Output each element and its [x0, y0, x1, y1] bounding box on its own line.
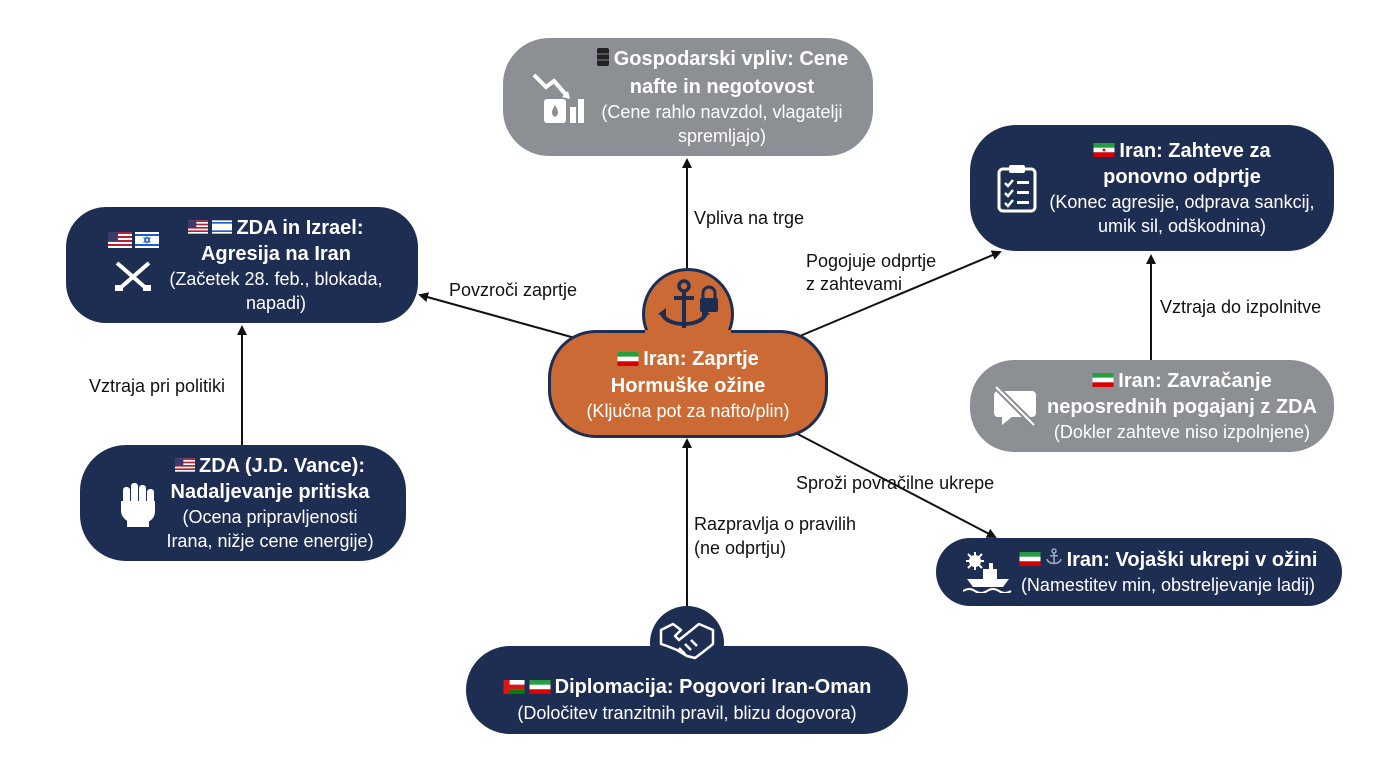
node-center-closure: Iran: Zaprtje Hormuške ožine (Ključna po… [548, 268, 828, 440]
anchor-icon [1045, 547, 1063, 573]
mine-ship-icon [961, 551, 1015, 593]
node-usa-israel: ZDA in Izrael: Agresija na Iran (Začetek… [66, 207, 418, 323]
israel-flag-icon [134, 232, 159, 253]
edge-label-persist-until: Vztraja do izpolnitve [1160, 297, 1322, 317]
vance-sub-2: Irana, nižje cene energije) [166, 531, 374, 552]
demands-sub-1: (Konec agresije, odprava sankcij, [1049, 192, 1315, 213]
refusal-title-1: Iran: Zavračanje [1118, 369, 1272, 392]
edge-label-rules-2: (ne odprtju) [694, 538, 787, 558]
edge-label-closure-cause: Povzroči zaprtje [449, 280, 578, 300]
usa-israel-title-1: ZDA in Izrael: [236, 216, 364, 239]
refusal-title-2: neposrednih pogajanj z ZDA [1046, 396, 1317, 419]
demands-title-2: ponovno odprtje [1103, 166, 1261, 189]
node-usa-vance: ZDA (J.D. Vance): Nadaljevanje pritiska … [80, 445, 406, 561]
edge-label-conditions-2: z zahtevami [806, 274, 903, 294]
usa-israel-sub-2: napadi) [245, 293, 307, 314]
military-sub-1: (Namestitev min, obstreljevanje ladij) [1020, 575, 1316, 596]
vance-title-2: Nadaljevanje pritiska [170, 481, 370, 504]
node-iran-demands: Iran: Zahteve za ponovno odprtje (Konec … [970, 125, 1334, 251]
vance-sub-1: (Ocena pripravljenosti [182, 507, 358, 528]
clipboard-checklist-icon [989, 163, 1045, 213]
edge-center-to-usa-israel [418, 292, 576, 339]
economic-title-1: Gospodarski vpliv: Cene [613, 48, 849, 71]
node-economic-impact: Gospodarski vpliv: Cene nafte in negotov… [503, 38, 873, 156]
node-iran-refusal: Iran: Zavračanje neposrednih pogajanj z … [970, 360, 1334, 452]
edge-label-markets: Vpliva na trge [694, 208, 805, 228]
iran-flag-icon [1093, 138, 1115, 164]
center-title-1: Iran: Zaprtje [643, 348, 759, 370]
edge-label-conditions-1: Pogojuje odprtje [806, 251, 937, 271]
edge-label-rules-1: Razpravlja o pravilih [694, 514, 857, 534]
demands-title-1: Iran: Zahteve za [1119, 139, 1271, 162]
usa-israel-title-2: Agresija na Iran [200, 243, 352, 266]
economic-sub-1: (Cene rahlo navzdol, vlagatelji [601, 101, 843, 122]
edge-label-retaliation: Sproži povračilne ukrepe [796, 473, 995, 493]
anchor-lock-icon [658, 278, 722, 341]
edge-label-persist-policy: Vztraja pri politiki [89, 376, 226, 396]
usa-israel-sub-1: (Začetek 28. feb., blokada, [169, 269, 383, 290]
node-diplomacy: Diplomacija: Pogovori Iran-Oman (Določit… [466, 606, 908, 736]
economic-title-2: nafte in negotovost [629, 75, 815, 98]
diplomacy-title-1: Diplomacija: Pogovori Iran-Oman [554, 676, 872, 698]
economic-sub-2: spremljajo) [677, 125, 766, 146]
edge-center-to-military [789, 429, 997, 538]
handshake-icon [659, 620, 715, 665]
center-sub-1: (Ključna pot za nafto/plin) [586, 400, 790, 421]
center-title-2: Hormuške ožine [610, 374, 766, 397]
fist-icon [112, 479, 162, 527]
oil-barrel-icon [596, 47, 610, 74]
diplomacy-sub-1: (Določitev tranzitnih pravil, blizu dogo… [517, 702, 857, 723]
no-chat-icon [987, 385, 1043, 427]
crossed-rifles-icon [113, 259, 153, 298]
node-iran-military: Iran: Vojaški ukrepi v ožini (Namestitev… [936, 538, 1342, 606]
military-title-1: Iran: Vojaški ukrepi v ožini [1066, 548, 1318, 571]
usa-flag-icon [107, 232, 132, 253]
demands-sub-2: umik sil, odškodnina) [1097, 216, 1267, 237]
vance-title-1: ZDA (J.D. Vance): [199, 454, 365, 477]
edge-center-to-demands [799, 250, 1002, 337]
falling-chart-icon [528, 69, 590, 125]
refusal-sub-1: (Dokler zahteve niso izpolnjene) [1053, 422, 1311, 443]
oman-flag-icon [503, 675, 525, 701]
